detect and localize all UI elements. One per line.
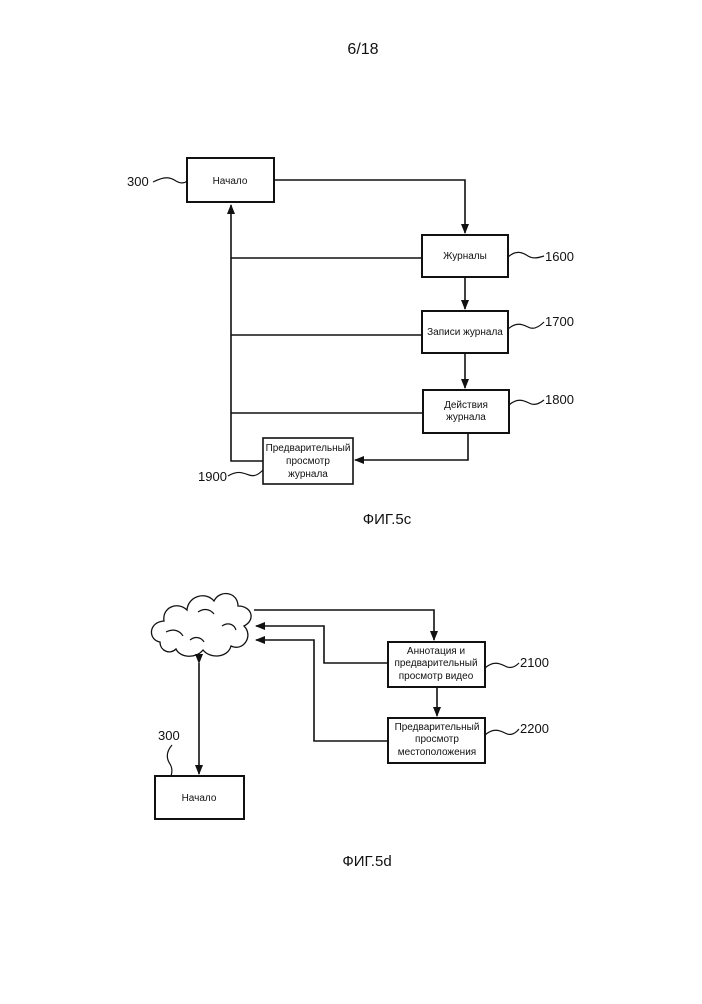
journals-box-label: Журналы bbox=[443, 251, 487, 262]
ref-1600: 1600 bbox=[545, 249, 574, 264]
ref-1900: 1900 bbox=[198, 469, 227, 484]
arrow-feedback-to-start bbox=[231, 205, 263, 461]
figure-5c: Начало 300 Журналы 1600 Записи журнала 1… bbox=[127, 158, 574, 528]
arrow-cloud-to-video bbox=[254, 610, 434, 640]
ref-300-leader bbox=[153, 178, 187, 183]
figure-5d: Аннотация и предварительный просмотр вид… bbox=[151, 594, 548, 870]
figure-5c-caption: ФИГ.5с bbox=[363, 511, 412, 528]
page-number: 6/18 bbox=[347, 41, 378, 58]
location-preview-line3: местоположения bbox=[398, 747, 476, 758]
ref-300: 300 bbox=[127, 174, 149, 189]
ref-1700: 1700 bbox=[545, 314, 574, 329]
ref-2200-leader bbox=[485, 729, 519, 735]
arrow-location-to-cloud bbox=[256, 640, 388, 741]
journal-actions-line2: журнала bbox=[446, 412, 486, 423]
ref-1600-leader bbox=[508, 252, 544, 258]
start-box-label: Начало bbox=[213, 176, 248, 187]
ref-300-5d: 300 bbox=[158, 728, 180, 743]
journal-entries-box-label: Записи журнала bbox=[427, 327, 503, 338]
ref-1900-leader bbox=[228, 470, 263, 476]
arrow-video-to-cloud bbox=[256, 626, 388, 663]
journal-actions-line1: Действия bbox=[444, 400, 488, 411]
journal-preview-line1: Предварительный bbox=[266, 443, 351, 454]
ref-2100-leader bbox=[485, 663, 519, 668]
journal-preview-line3: журнала bbox=[288, 469, 328, 480]
location-preview-line1: Предварительный bbox=[395, 722, 480, 733]
journal-preview-line2: просмотр bbox=[286, 456, 330, 467]
video-annotation-line2: предварительный bbox=[394, 658, 477, 669]
cloud-icon bbox=[151, 594, 251, 657]
figure-5d-caption: ФИГ.5d bbox=[342, 853, 391, 870]
arrow-actions-to-preview bbox=[355, 433, 468, 460]
arrow-start-to-journals bbox=[274, 180, 465, 233]
ref-300-5d-leader bbox=[167, 745, 172, 776]
ref-2100: 2100 bbox=[520, 655, 549, 670]
ref-1800-leader bbox=[509, 400, 544, 405]
video-annotation-line1: Аннотация и bbox=[407, 646, 465, 657]
video-annotation-line3: просмотр видео bbox=[399, 671, 474, 682]
start-box-5d-label: Начало bbox=[182, 793, 217, 804]
location-preview-line2: просмотр bbox=[415, 734, 459, 745]
ref-1700-leader bbox=[508, 322, 544, 329]
ref-1800: 1800 bbox=[545, 392, 574, 407]
ref-2200: 2200 bbox=[520, 721, 549, 736]
